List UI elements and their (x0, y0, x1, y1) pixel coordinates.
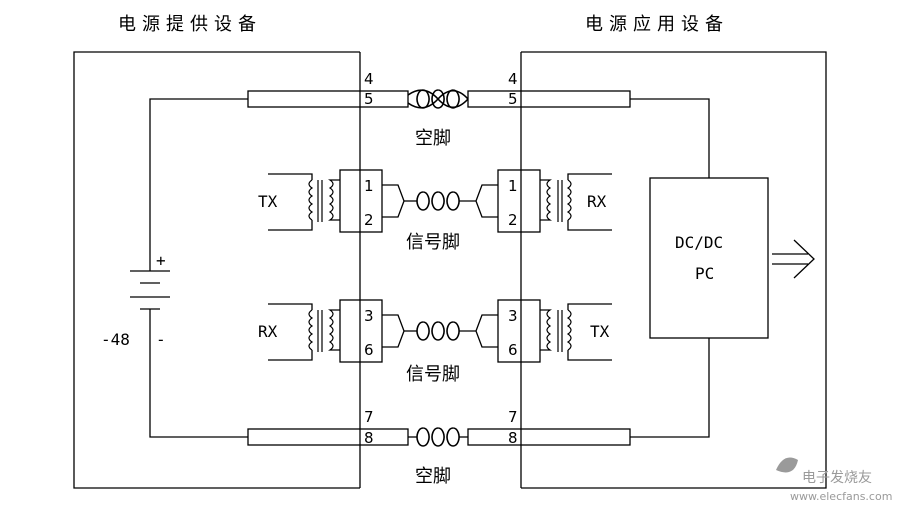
transformer-right-sig2 (540, 309, 572, 352)
pin-3-right: 3 (508, 307, 518, 325)
pin-5-right: 5 (508, 90, 518, 108)
watermark-logo-icon (776, 457, 798, 473)
spare-pair-bottom: 7 8 7 8 空脚 (247, 408, 631, 487)
tx-left-label: TX (258, 192, 278, 211)
transformer-right-sig1 (540, 179, 572, 222)
battery-voltage: -48 (101, 330, 130, 349)
tx-right-label: TX (590, 322, 610, 341)
pin-1-right: 1 (508, 177, 518, 195)
pin-8-left: 8 (364, 429, 374, 447)
signal-label-1: 信号脚 (406, 232, 460, 253)
rx-right-label: RX (587, 192, 607, 211)
pin-7-right: 7 (508, 408, 518, 426)
twisted-pair-top-loops (416, 89, 460, 109)
connector-right-bottom (467, 428, 631, 446)
twisted-pair-sig1-loops (416, 191, 460, 211)
pin-4-left: 4 (364, 70, 374, 88)
spare-label-top: 空脚 (415, 128, 451, 149)
left-device-box (73, 51, 360, 489)
right-device-box (521, 51, 827, 489)
pin-2-left: 2 (364, 211, 374, 229)
converter-label-1: DC/DC (675, 233, 723, 252)
signal-label-2: 信号脚 (406, 364, 460, 385)
connector-left-sig1 (339, 169, 383, 233)
battery-plus: + (156, 251, 166, 270)
pin-3-left: 3 (364, 307, 374, 325)
connector-right-sig1 (497, 169, 541, 233)
battery-minus: - (156, 330, 166, 349)
power-device-circuit: DC/DC PC (630, 98, 815, 438)
connector-left-top (247, 90, 409, 108)
pin-7-left: 7 (364, 408, 374, 426)
watermark-brand: 电子发烧友 (802, 470, 872, 486)
pin-2-right: 2 (508, 211, 518, 229)
watermark-url: www.elecfans.com (790, 490, 892, 503)
connector-left-bottom (247, 428, 409, 446)
transformer-left-sig2 (308, 309, 340, 352)
dc-dc-converter-box (649, 177, 769, 339)
pin-8-right: 8 (508, 429, 518, 447)
transformer-left-sig1 (308, 179, 340, 222)
converter-label-2: PC (695, 264, 714, 283)
right-device-title: 电源应用设备 (585, 14, 729, 35)
connector-right-top (467, 90, 631, 108)
pin-1-left: 1 (364, 177, 374, 195)
output-arrow-icon (772, 239, 815, 279)
signal-pair-1: 1 2 1 2 信号脚 TX RX (258, 169, 612, 253)
pin-6-left: 6 (364, 341, 374, 359)
twisted-pair-bottom-loops (416, 427, 460, 447)
spare-pair-top: 4 5 4 5 空脚 (247, 70, 631, 149)
pin-6-right: 6 (508, 341, 518, 359)
connector-left-sig2 (339, 299, 383, 363)
pin-4-right: 4 (508, 70, 518, 88)
twisted-pair-top (407, 89, 469, 109)
signal-pair-2: 3 6 3 6 信号脚 RX TX (258, 299, 612, 385)
pin-5-left: 5 (364, 90, 374, 108)
battery-symbol (130, 255, 170, 330)
spare-label-bottom: 空脚 (415, 466, 451, 487)
power-source-circuit: + - -48 (101, 98, 248, 438)
left-device-title: 电源提供设备 (118, 14, 262, 35)
rx-left-label: RX (258, 322, 278, 341)
watermark: 电子发烧友 www.elecfans.com (776, 457, 892, 503)
connector-right-sig2 (497, 299, 541, 363)
twisted-pair-sig2-loops (416, 321, 460, 341)
